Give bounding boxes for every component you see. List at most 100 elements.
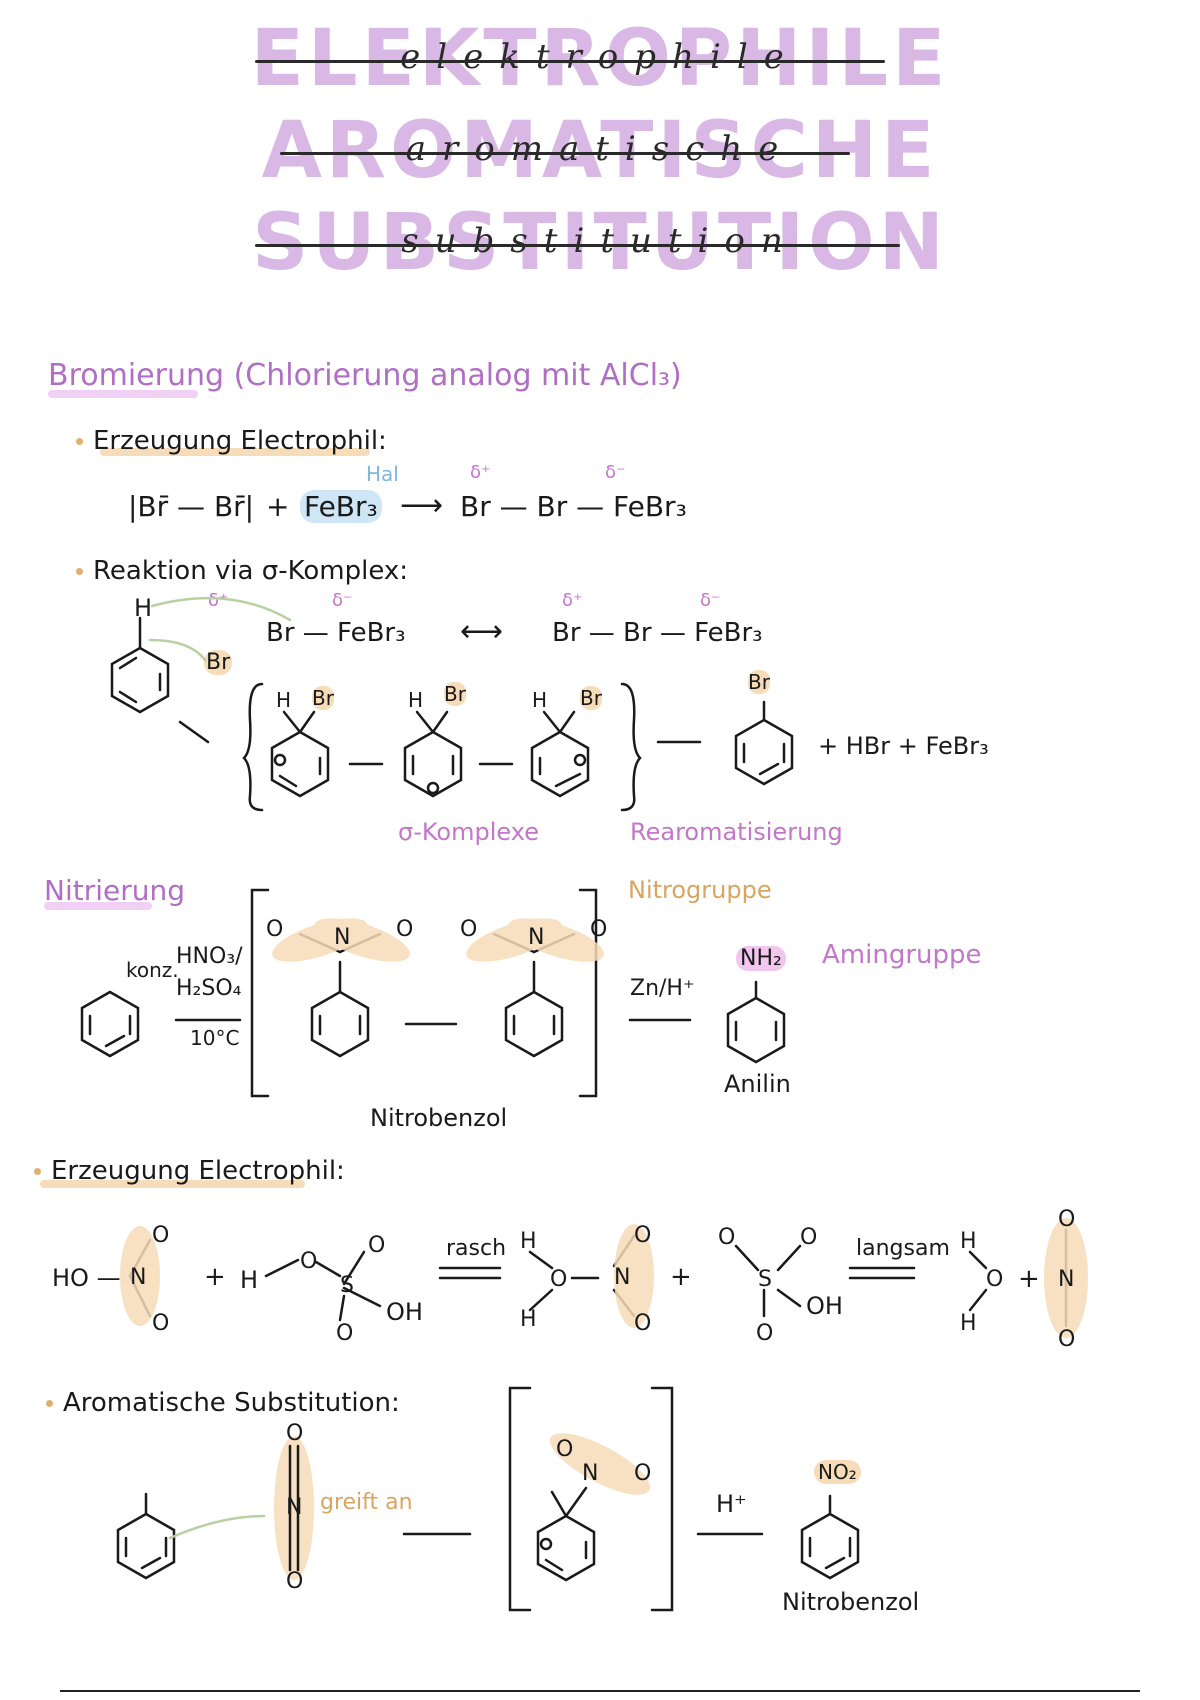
step1-text: Erzeugung Electrophil: (93, 426, 387, 456)
bottom-rule (60, 1690, 1140, 1692)
step1-highlight (100, 448, 370, 456)
svg-text:O: O (550, 1267, 567, 1292)
title-script-1: elektrophile (400, 37, 800, 77)
nitrobenzol-label-1: Nitrobenzol (370, 1104, 508, 1132)
eq1-arrow: ⟶ (400, 488, 444, 523)
title-script-3: substitution (401, 221, 799, 261)
delta-plus-1: δ⁺ (470, 462, 491, 483)
svg-text:O: O (336, 1321, 353, 1346)
plus-1: + (204, 1262, 226, 1292)
erzeugung2-highlight (40, 1180, 305, 1188)
delta-minus-2: δ⁻ (332, 590, 353, 611)
nitrogruppe-label: Nitrogruppe (628, 876, 772, 904)
svg-text:O: O (1058, 1327, 1075, 1352)
br-electrophile: Br (204, 650, 233, 675)
delta-plus-2: δ⁺ (208, 590, 229, 611)
benzene-ring (110, 616, 170, 714)
svg-text:N: N (334, 925, 350, 950)
reagent-h2so4: H₂SO₄ (176, 976, 242, 1001)
sigma1-h: H (276, 688, 292, 712)
title-script-2: aromatische (405, 129, 795, 169)
step2-text: Reaktion via σ-Komplex: (93, 556, 409, 586)
langsam-label: langsam (856, 1236, 950, 1261)
sigma1-br: Br (312, 686, 334, 710)
konz-label: konz. (126, 958, 179, 982)
nh2-group: NH₂ (736, 946, 786, 971)
title-line-3: SUBSTITUTION (252, 198, 948, 288)
sigma3-br: Br (580, 686, 602, 710)
bromierung-heading: Bromierung (Chlorierung analog mit AlCl₃… (48, 358, 682, 393)
bullet-dot (76, 568, 83, 575)
eq1-left: |Br̄ — Br̄| (128, 490, 255, 523)
reagent-hno3: HNO₃/ (176, 944, 243, 969)
nitrierung-heading: Nitrierung (44, 874, 185, 907)
plus-2: + (670, 1262, 692, 1292)
eq1-product: Br — Br — FeBr₃ (460, 490, 687, 523)
sigma2-br: Br (444, 682, 466, 706)
title-line-1: ELEKTROPHILE (250, 14, 950, 104)
svg-text:N: N (582, 1461, 598, 1486)
heading-highlight (48, 390, 198, 398)
svg-text:O: O (556, 1437, 573, 1462)
greift-an-label: greift an (320, 1490, 413, 1515)
svg-text:O: O (152, 1223, 169, 1248)
h-sulfuric: H (240, 1266, 259, 1294)
svg-text:O: O (152, 1311, 169, 1336)
nitrierung-highlight (44, 902, 152, 910)
svg-text:N: N (286, 1495, 302, 1520)
delta-minus-1: δ⁻ (605, 462, 626, 483)
products-tail: + HBr + FeBr₃ (818, 732, 989, 760)
svg-text:O: O (396, 917, 413, 942)
svg-text:N: N (528, 925, 544, 950)
svg-text:O: O (460, 917, 477, 942)
resonance-arrow: ⟷ (460, 614, 504, 649)
svg-text:O: O (1058, 1207, 1075, 1232)
bullet-dot (76, 438, 83, 445)
sigma-label: σ-Komplexe (398, 818, 539, 846)
title-strike-1 (255, 60, 885, 63)
svg-text:O: O (286, 1421, 303, 1446)
anilin-label: Anilin (724, 1070, 791, 1098)
rearomatisierung-label: Rearomatisierung (630, 818, 843, 846)
svg-text:O: O (634, 1223, 651, 1248)
complex-right: Br — Br — FeBr₃ (552, 618, 763, 648)
svg-text:H: H (960, 1311, 977, 1336)
reduction-label: Zn/H⁺ (630, 976, 695, 1001)
svg-text:O: O (300, 1249, 317, 1274)
erzeugung2-text: Erzeugung Electrophil: (51, 1156, 345, 1186)
svg-text:O: O (266, 917, 283, 942)
svg-text:N: N (1058, 1267, 1074, 1292)
svg-text:H: H (520, 1229, 537, 1254)
oh-hso4: OH (806, 1292, 843, 1320)
bullet-dot (46, 1400, 53, 1407)
svg-text:O: O (368, 1233, 385, 1258)
svg-text:O: O (756, 1321, 773, 1346)
oh-sulfuric: OH (386, 1298, 423, 1326)
aromatische-text: Aromatische Substitution: (63, 1388, 400, 1418)
svg-text:O: O (718, 1225, 735, 1250)
eq1-plus: + (266, 490, 290, 523)
svg-text:H: H (520, 1307, 537, 1332)
svg-text:O: O (986, 1267, 1003, 1292)
title-line-2: AROMATISCHE (261, 106, 939, 196)
no2-group: NO₂ (814, 1460, 861, 1484)
nitrobenzol-label-2: Nitrobenzol (782, 1588, 920, 1616)
svg-text:S: S (758, 1267, 772, 1292)
svg-text:O: O (800, 1225, 817, 1250)
svg-text:O: O (286, 1569, 303, 1594)
svg-text:O: O (634, 1461, 651, 1486)
h-atom-1: H (134, 594, 153, 622)
svg-text:N: N (130, 1265, 146, 1290)
febr3-catalyst: FeBr₃ (300, 490, 382, 523)
svg-text:H: H (960, 1229, 977, 1254)
hal-label: Hal (366, 462, 399, 486)
hplus-label: H⁺ (716, 1490, 747, 1518)
sigma2-h: H (408, 688, 424, 712)
step2-label: Reaktion via σ-Komplex: (76, 556, 408, 586)
svg-text:N: N (614, 1265, 630, 1290)
delta-plus-3: δ⁺ (562, 590, 583, 611)
step1-label: Erzeugung Electrophil: (76, 426, 387, 456)
svg-text:O: O (634, 1311, 651, 1336)
aromatische-label: Aromatische Substitution: (46, 1388, 400, 1418)
